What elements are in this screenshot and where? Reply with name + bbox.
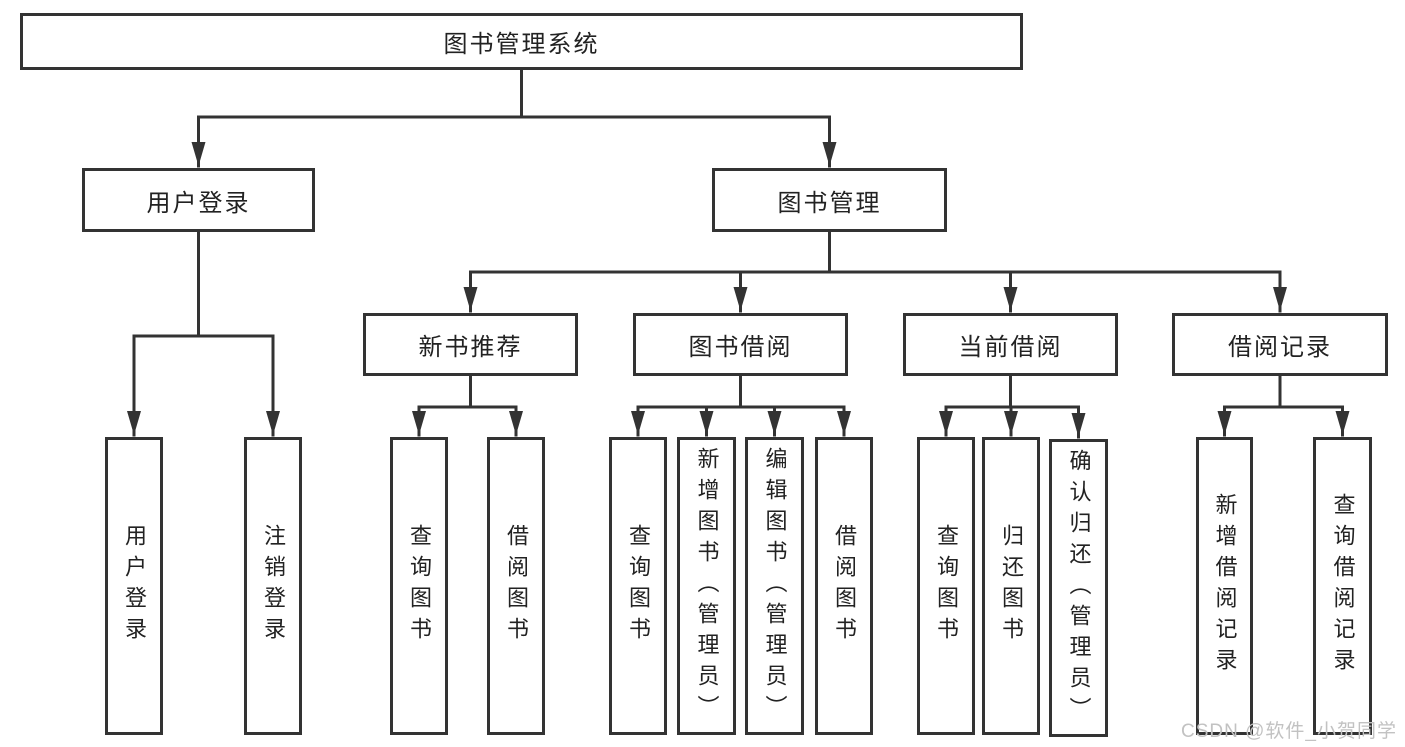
leaf-borrow-books: 借阅图书 — [815, 437, 873, 735]
leaf-query-books-recommend: 查询图书 — [390, 437, 448, 735]
leaf-label: 查询图书 — [626, 524, 651, 648]
leaf-label: 查询图书 — [934, 524, 959, 648]
node-borrow-records: 借阅记录 — [1172, 313, 1388, 376]
leaf-add-borrow-record: 新增借阅记录 — [1196, 437, 1253, 735]
leaf-borrow-books-recommend: 借阅图书 — [487, 437, 545, 735]
node-label: 借阅记录 — [1228, 334, 1332, 361]
leaf-label: 用户登录 — [122, 524, 147, 648]
node-root: 图书管理系统 — [20, 13, 1023, 70]
leaf-label: 确认归还（管理员） — [1066, 448, 1092, 728]
node-label: 图书借阅 — [688, 334, 793, 361]
leaf-user-login: 用户登录 — [105, 437, 163, 735]
node-label: 用户登录 — [146, 189, 251, 217]
leaf-label: 编辑图书（管理员） — [762, 446, 788, 726]
leaf-label: 查询图书 — [407, 524, 432, 648]
node-user-login: 用户登录 — [82, 168, 315, 232]
leaf-add-books-admin: 新增图书（管理员） — [677, 437, 736, 735]
node-new-book-recommend: 新书推荐 — [363, 313, 578, 376]
node-label: 图书管理系统 — [443, 31, 600, 58]
leaf-query-borrow-record: 查询借阅记录 — [1313, 437, 1372, 735]
watermark: CSDN @软件_小贺同学 — [1181, 721, 1397, 742]
leaf-label: 借阅图书 — [832, 524, 857, 648]
leaf-query-books-borrow: 查询图书 — [609, 437, 667, 735]
leaf-label: 查询借阅记录 — [1330, 493, 1356, 679]
leaf-label: 注销登录 — [261, 524, 286, 648]
leaf-return-books: 归还图书 — [982, 437, 1040, 735]
leaf-confirm-return-admin: 确认归还（管理员） — [1049, 439, 1108, 737]
node-current-borrow: 当前借阅 — [903, 313, 1118, 376]
node-label: 图书管理 — [777, 189, 882, 217]
leaf-label: 新增图书（管理员） — [694, 446, 720, 726]
leaf-label: 归还图书 — [999, 524, 1024, 648]
leaf-logout: 注销登录 — [244, 437, 302, 735]
leaf-edit-books-admin: 编辑图书（管理员） — [745, 437, 804, 735]
leaf-label: 借阅图书 — [504, 524, 529, 648]
node-book-management: 图书管理 — [712, 168, 947, 232]
node-book-borrow: 图书借阅 — [633, 313, 848, 376]
node-label: 新书推荐 — [418, 334, 523, 361]
leaf-query-books-current: 查询图书 — [917, 437, 975, 735]
node-label: 当前借阅 — [958, 334, 1063, 361]
leaf-label: 新增借阅记录 — [1212, 493, 1238, 679]
